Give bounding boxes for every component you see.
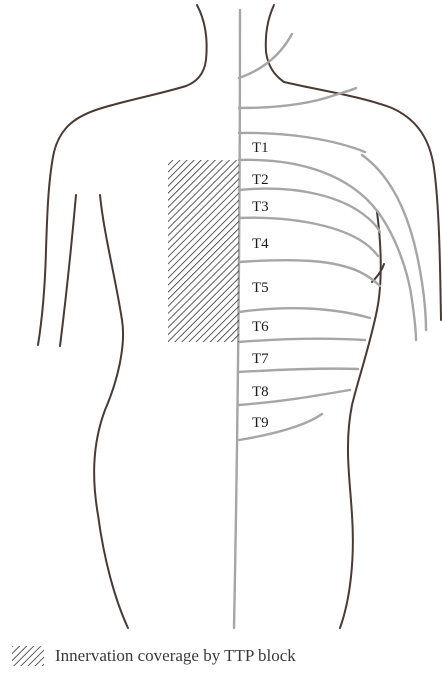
- ttp-block-coverage-region: [168, 160, 239, 342]
- dermatome-label-t4: T4: [252, 236, 269, 252]
- legend: Innervation coverage by TTP block: [12, 645, 296, 667]
- right-torso-side: [340, 212, 381, 628]
- neck-left: [186, 5, 207, 86]
- boundary-t5-t6: [239, 308, 370, 318]
- dermatome-labels: T1 T2 T3 T4 T5 T6 T7 T8 T9: [252, 140, 269, 431]
- left-shoulder-outer-arm: [38, 86, 186, 345]
- boundary-t7-t8: [239, 369, 358, 372]
- dermatome-label-t9: T9: [252, 415, 269, 431]
- left-inner-arm: [60, 195, 76, 346]
- dermatome-label-t3: T3: [252, 199, 269, 215]
- neck-right: [266, 5, 284, 82]
- dermatome-label-t2: T2: [252, 172, 269, 188]
- right-arm-inner-line: [362, 155, 426, 330]
- dermatome-label-t1: T1: [252, 140, 269, 156]
- hatch-swatch-icon: [12, 646, 44, 666]
- right-shoulder-outer-arm: [284, 82, 441, 320]
- dermatome-label-t8: T8: [252, 384, 269, 400]
- legend-label: Innervation coverage by TTP block: [55, 646, 296, 666]
- shoulder-line-c5: [239, 88, 356, 108]
- boundary-t6-t7: [239, 339, 365, 342]
- dermatome-label-t6: T6: [252, 319, 269, 335]
- dermatome-label-t7: T7: [252, 351, 269, 367]
- dermatome-label-t5: T5: [252, 280, 269, 296]
- left-torso-side: [94, 195, 128, 628]
